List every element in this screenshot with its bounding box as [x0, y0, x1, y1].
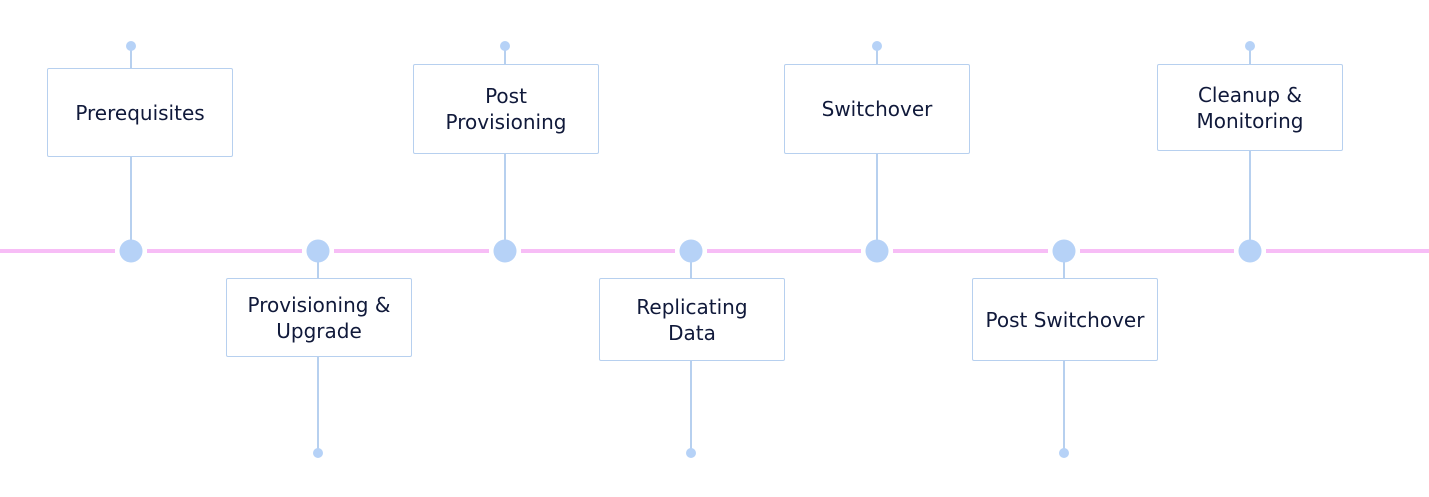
timeline-node — [493, 239, 517, 263]
timeline-node — [1238, 239, 1262, 263]
connector-end-dot — [1059, 448, 1069, 458]
connector-end-dot — [313, 448, 323, 458]
step-box-post-switchover: Post Switchover — [972, 278, 1158, 361]
timeline-node — [679, 239, 703, 263]
step-box-cleanup-monitoring: Cleanup & Monitoring — [1157, 64, 1343, 151]
step-label: Post Switchover — [985, 307, 1145, 332]
connector-end-dot — [126, 41, 136, 51]
connector-end-dot — [686, 448, 696, 458]
step-box-replicating-data: Replicating Data — [599, 278, 785, 361]
connector-end-dot — [872, 41, 882, 51]
step-label: Replicating Data — [636, 294, 748, 345]
step-box-provisioning-upgrade: Provisioning & Upgrade — [226, 278, 412, 357]
timeline-node — [119, 239, 143, 263]
timeline-node — [306, 239, 330, 263]
step-label: Provisioning & Upgrade — [247, 292, 391, 343]
timeline-node — [1052, 239, 1076, 263]
step-label: Cleanup & Monitoring — [1196, 82, 1304, 133]
timeline-node — [865, 239, 889, 263]
step-box-prerequisites: Prerequisites — [47, 68, 233, 157]
step-label: Post Provisioning — [445, 84, 567, 134]
step-label: Switchover — [821, 97, 933, 121]
connector-end-dot — [1245, 41, 1255, 51]
connector-end-dot — [500, 41, 510, 51]
step-box-post-provisioning: Post Provisioning — [413, 64, 599, 154]
step-label: Prerequisites — [75, 100, 205, 125]
step-box-switchover: Switchover — [784, 64, 970, 154]
